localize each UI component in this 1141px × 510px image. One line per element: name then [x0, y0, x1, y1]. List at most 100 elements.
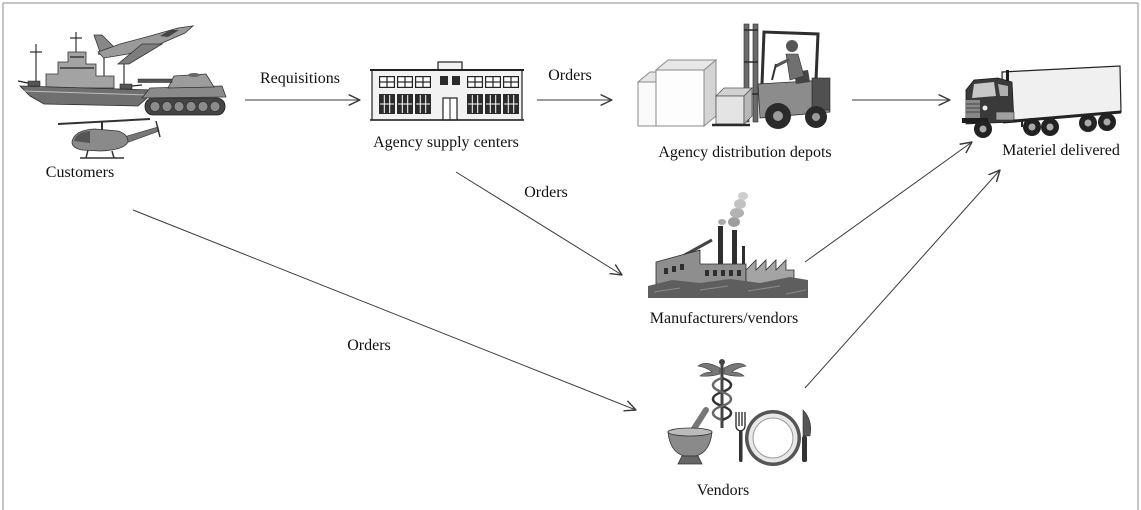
ship-superstructure: [45, 51, 115, 89]
truck-wheel: [1079, 114, 1097, 132]
factory-ground: [648, 277, 808, 298]
factory-ground-texture: [653, 285, 807, 295]
forklift-operator-body: [785, 53, 805, 81]
helicopter-icon: [57, 118, 161, 159]
tank-hull: [141, 85, 227, 99]
factory-icon: [648, 192, 808, 298]
node-label-supply-centers: Agency supply centers: [373, 134, 519, 151]
building-window-lower: [397, 94, 413, 114]
edges: [132, 100, 1000, 410]
edge-label-orders-depots: Orders: [548, 67, 592, 84]
forklift-load-box-front: [715, 95, 745, 125]
tank-icon: [137, 73, 227, 116]
node-label-vendors: Vendors: [697, 482, 749, 499]
edge-label-orders-manufacturers: Orders: [524, 184, 568, 201]
tank-wheel: [149, 101, 161, 112]
truck-side-window: [998, 84, 1008, 96]
caduceus-left-wing: [697, 363, 721, 377]
forklift-overhead-guard: [760, 30, 820, 85]
knife-handle: [802, 436, 807, 462]
factory-smoke-puff: [718, 219, 726, 225]
edge-label-requisitions: Requisitions: [260, 70, 340, 87]
factory-smoke-puff: [734, 199, 746, 209]
building-window-lower: [503, 94, 519, 114]
forklift-front-hub: [773, 111, 783, 121]
boxes-icon: [636, 58, 718, 128]
edge-manufacturers-to-materiel: [804, 142, 972, 263]
edge-label-orders-vendors: Orders: [347, 337, 391, 354]
helicopter-main-rotor: [57, 118, 151, 125]
fork-icon: [735, 412, 746, 462]
factory-windows: [664, 264, 741, 276]
building-window-upper: [503, 76, 519, 88]
forklift-rear-hub: [812, 113, 820, 121]
caduceus-knob: [719, 359, 725, 365]
tank-barrel: [137, 78, 173, 83]
building-window-upper: [379, 76, 395, 88]
node-label-customers: Customers: [46, 164, 114, 181]
helicopter-canopy: [74, 131, 90, 143]
building-window-upper: [467, 76, 483, 88]
factory-smokestack: [732, 230, 737, 270]
mortar-base: [677, 455, 703, 465]
truck-headlight: [982, 105, 988, 111]
factory-sawtooth-building: [745, 259, 795, 285]
box-right-side: [703, 58, 717, 128]
tank-hatch: [188, 73, 200, 77]
node-label-manufacturers-vendors: Manufacturers/vendors: [650, 310, 798, 327]
forklift-load-box-side: [743, 87, 753, 125]
factory-smoke-puff: [728, 217, 740, 227]
building-window-upper: [485, 76, 501, 88]
tank-wheel: [185, 101, 197, 112]
building-icon: [370, 61, 524, 121]
knife-blade: [802, 409, 811, 437]
factory-smoke-puff: [738, 192, 748, 200]
tank-wheel: [209, 101, 221, 112]
forklift-counterweight: [811, 77, 831, 111]
truck-wheel: [974, 120, 992, 138]
tank-wheel: [161, 101, 173, 112]
tank-wheel: [173, 101, 185, 112]
helicopter-tail-rotor: [155, 120, 161, 138]
truck-windshield: [972, 82, 996, 98]
caduceus-icon: [697, 359, 747, 428]
forklift-operator-head: [786, 40, 798, 52]
ship-bridge-windows: [60, 56, 94, 69]
truck-wheel: [1041, 118, 1059, 136]
helicopter-skids: [80, 149, 124, 159]
fork-tines: [735, 412, 746, 432]
truck-icon: [962, 65, 1122, 138]
truck-fuel-tank: [995, 111, 1015, 121]
building-center-window: [452, 76, 460, 85]
truck-bumper: [962, 118, 988, 123]
ship-gun-barrels: [17, 80, 143, 87]
box-right-front: [655, 69, 705, 127]
truck-grille: [966, 100, 980, 118]
edge-customers-to-vendors: [132, 209, 636, 410]
building-window-upper: [397, 76, 413, 88]
fork-handle: [739, 430, 743, 462]
tank-wheel: [197, 101, 209, 112]
helicopter-tail-boom: [123, 126, 160, 144]
customers-icon-cluster: [17, 25, 227, 159]
caduceus-snake: [711, 376, 733, 422]
jet-icon: [93, 25, 195, 65]
knife-icon: [802, 409, 811, 462]
jet-wing: [116, 43, 164, 65]
building-window-lower: [467, 94, 483, 114]
ship-masts: [30, 32, 125, 86]
plate-icon: [745, 410, 801, 466]
forklift-icon: [712, 23, 831, 129]
truck-wheel: [1098, 113, 1116, 131]
mortar-rim: [667, 427, 713, 437]
truck-wheel: [1023, 118, 1041, 136]
truck-grille-bars: [966, 103, 980, 113]
mortar-and-pestle-icon: [667, 407, 713, 465]
node-label-materiel-delivered: Materiel delivered: [1002, 142, 1120, 159]
factory-smoke-puff: [730, 208, 744, 218]
vendors-icon-cluster: [667, 359, 811, 466]
tank-road-wheels: [149, 101, 221, 112]
forklift-mast-right-rail: [752, 23, 759, 123]
edge-vendors-to-materiel: [804, 170, 1000, 389]
